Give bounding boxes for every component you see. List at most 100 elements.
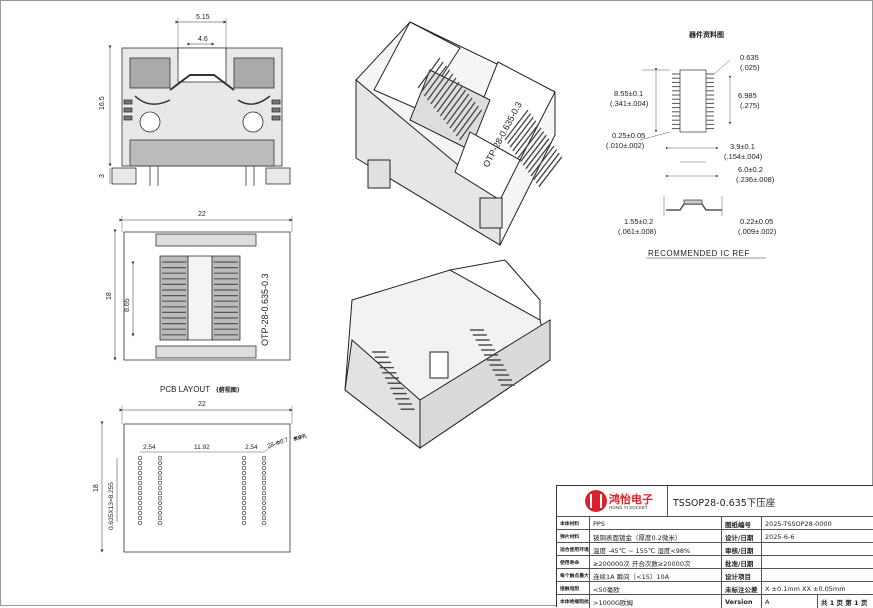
pcb-hole: [241, 500, 247, 506]
pcb-hole: [241, 510, 247, 516]
socket-contact: [504, 109, 529, 141]
row-value-2: [761, 543, 873, 556]
socket-contact: [433, 77, 457, 109]
pcb-hole: [137, 515, 143, 521]
pcb-hole: [261, 470, 267, 476]
row-value: 连续1A 瞬间（<1S）10A: [589, 569, 721, 582]
pcb-hole: [261, 510, 267, 516]
ic-dim-d1b: (.025): [740, 63, 760, 72]
socket-contact: [538, 156, 563, 188]
company-logo: 鸿怡电子 HONG YI SOCKET: [585, 490, 655, 514]
pcb-hole: [137, 510, 143, 516]
socket-contact: [423, 65, 447, 97]
ic-dim-d3: 6.985: [738, 91, 757, 100]
row-value-2: 2025-6-6: [761, 530, 873, 543]
pcb-layout-title: PCB LAYOUT: [160, 385, 210, 394]
pcb-hole: [241, 505, 247, 511]
pcb-hole: [241, 495, 247, 501]
pcb-hole: [241, 470, 247, 476]
product-title: TSSOP28-0.635下压座: [673, 498, 776, 509]
socket-contact: [439, 85, 463, 117]
pcb-hole: [157, 485, 163, 491]
dim-16-5: 16.5: [99, 96, 106, 110]
ic-dim-d1: 0.635: [740, 53, 759, 62]
socket-contact: [507, 113, 532, 144]
pcb-hole: [241, 520, 247, 526]
pcb-hole: [261, 465, 267, 471]
pcb-hole: [157, 455, 163, 461]
row-value-2: 2025-TSSOP28-0000: [761, 517, 873, 530]
logo-h-glyph: [590, 494, 602, 508]
pcb-hole: [261, 495, 267, 501]
pcb-hole: [157, 520, 163, 526]
pcb-hole: [241, 465, 247, 471]
pcb-hole: [261, 485, 267, 491]
sheet-number: 共 1 页 第 1 页: [817, 595, 873, 608]
ic-dim-d8: 0.22±0.05: [740, 217, 773, 226]
logo-text: 鸿怡电子: [609, 493, 653, 506]
isometric-view-bottom: [344, 259, 551, 450]
pcb-hole: [137, 505, 143, 511]
dim-5-15: 5.15: [196, 14, 210, 21]
pcb-hole: [157, 495, 163, 501]
row-label: 每个触点最大可通过电流: [560, 574, 589, 579]
top-marking: OTP-28-0.635-0.3: [260, 273, 270, 346]
pcb-hole: [157, 475, 163, 481]
row-label-2: 批准/日期: [721, 556, 761, 569]
socket-contact: [417, 57, 441, 89]
ic-dim-d4b: (.010±.002): [606, 141, 645, 150]
socket-contact: [525, 138, 550, 170]
row-label-2: 设计项目: [721, 569, 761, 582]
socket-contact: [459, 109, 483, 141]
socket-contact: [446, 93, 470, 125]
row-label-2: 未标注公差: [721, 582, 761, 595]
ic-dim-d5b: (.154±.004): [724, 152, 763, 161]
isometric-view-top: [355, 21, 563, 246]
row-label: 适合使用环境: [560, 548, 589, 553]
pcb-hole: [137, 500, 143, 506]
side-section-view: [108, 18, 291, 186]
title-block-row: 适合使用环境温度 -45℃ ~ 155℃ 湿度<98%审核/日期: [557, 542, 873, 556]
pcb-hole: [137, 480, 143, 486]
pcb-hole: [261, 475, 267, 481]
ic-dim-d3b: (.275): [740, 101, 760, 110]
ic-dim-d4: 0.25±0.05: [612, 131, 645, 140]
pcb-hole: [157, 460, 163, 466]
pcb-dim-22: 22: [198, 401, 206, 408]
pcb-hole: [137, 520, 143, 526]
socket-contact: [427, 69, 451, 101]
row-value-2: [761, 556, 873, 569]
pcb-hole: [157, 490, 163, 496]
pcb-hole: [261, 480, 267, 486]
pcb-hole: [137, 465, 143, 471]
pcb-hole: [137, 460, 143, 466]
pcb-hole: [137, 490, 143, 496]
pcb-hole: [261, 505, 267, 511]
dim-4-6: 4.6: [198, 36, 208, 43]
row-label-2: 审核/日期: [721, 543, 761, 556]
ic-ref-heading: 器件资料图: [688, 30, 724, 39]
row-value-2: A: [761, 595, 817, 608]
row-label-2: 图纸编号: [721, 517, 761, 530]
pcb-hole-suffix: 贯穿孔: [292, 432, 307, 443]
socket-contact: [420, 61, 444, 93]
socket-contact: [522, 134, 547, 166]
row-value: PPS: [589, 517, 721, 530]
row-value: ≥200000次 开合次数≥20000次: [589, 556, 721, 569]
pcb-hole: [241, 485, 247, 491]
pcb-hole: [137, 470, 143, 476]
top-view: [113, 216, 293, 361]
pcb-hole: [137, 455, 143, 461]
pcb-hole: [241, 480, 247, 486]
pcb-hole: [137, 485, 143, 491]
socket-contact: [430, 73, 454, 105]
pcb-hole: [137, 495, 143, 501]
socket-contact: [436, 81, 460, 113]
pcb-hole: [157, 470, 163, 476]
pcb-hole: [261, 455, 267, 461]
pcb-hole: [137, 475, 143, 481]
